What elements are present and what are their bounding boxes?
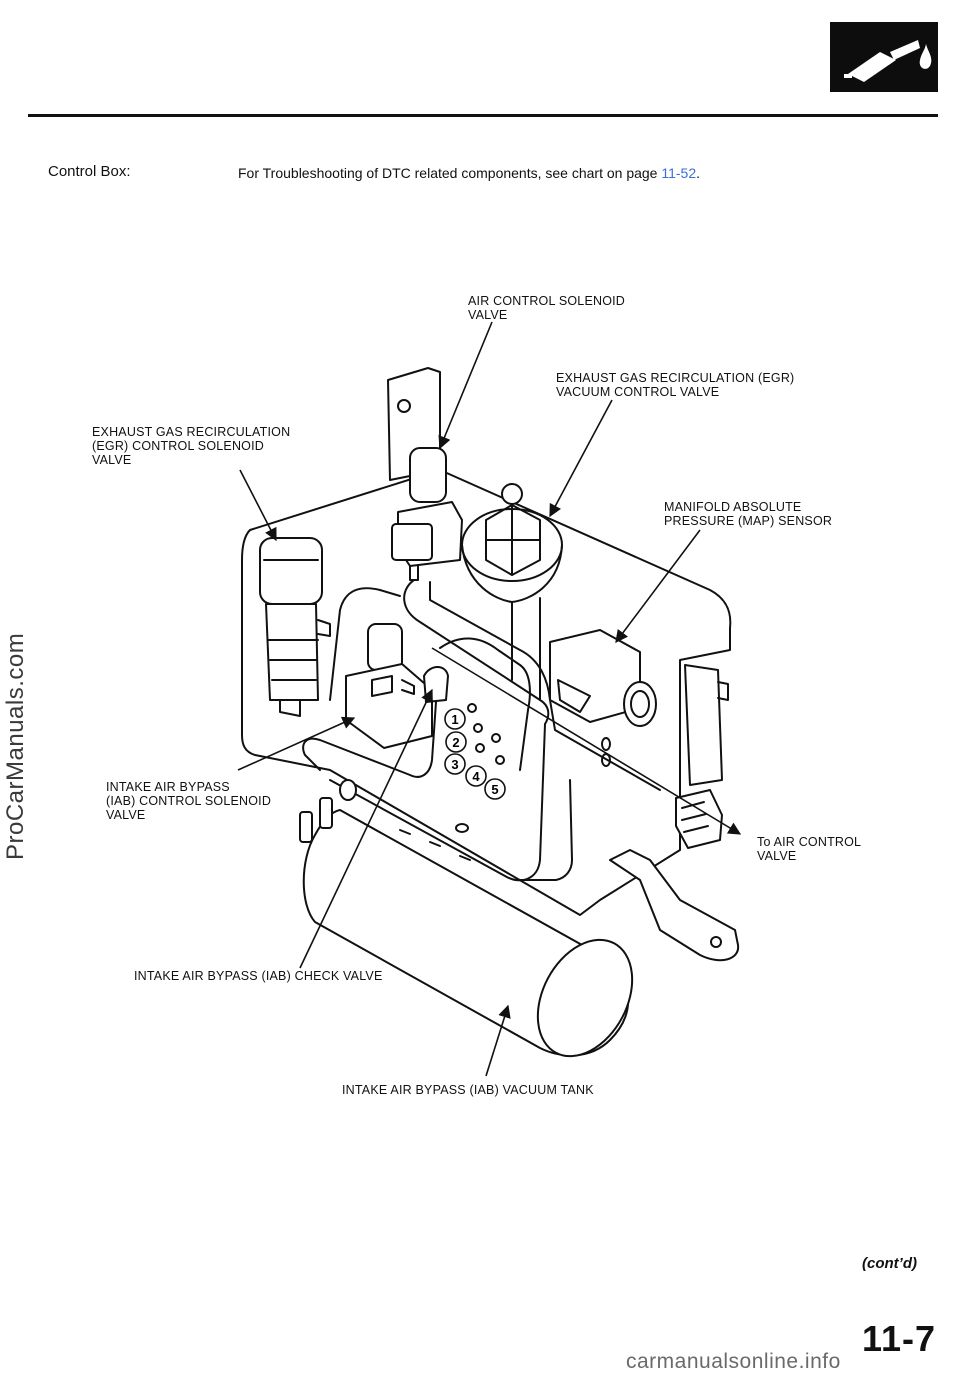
label-iab-control-solenoid: INTAKE AIR BYPASS (IAB) CONTROL SOLENOID…: [106, 780, 272, 822]
label-iab-check-valve: INTAKE AIR BYPASS (IAB) CHECK VALVE: [134, 969, 383, 983]
iab-check-valve: [423, 666, 449, 703]
map-sensor-connector: [623, 681, 657, 727]
port-callout-2: 2: [445, 731, 467, 753]
intro-text: For Troubleshooting of DTC related compo…: [238, 165, 700, 181]
page-number: 11-7: [862, 1318, 937, 1359]
section-title: Control Box:: [48, 163, 131, 180]
iab-solenoid-cap: [367, 623, 403, 671]
footer-site-watermark: carmanualsonline.info: [626, 1350, 841, 1373]
port-callout-1: 1: [444, 708, 466, 730]
leader-egr-vacuum: [549, 399, 613, 518]
port-number-2: 2: [452, 735, 459, 750]
vacuum-tank-end: [536, 938, 634, 1058]
label-egr-vacuum-control-valve: EXHAUST GAS RECIRCULATION (EGR) VACUUM C…: [556, 371, 795, 399]
leader-check-valve: [299, 688, 433, 969]
egr-solenoid-cap: [259, 537, 323, 605]
lower-bracket-hole: [710, 936, 722, 948]
page-link[interactable]: 11-52: [661, 165, 697, 181]
label-map-sensor: MANIFOLD ABSOLUTE PRESSURE (MAP) SENSOR: [664, 500, 833, 528]
label-egr-control-solenoid: EXHAUST GAS RECIRCULATION (EGR) CONTROL …: [92, 425, 291, 467]
base-plate: [241, 469, 732, 916]
label-to-air-control-valve: To AIR CONTROL VALVE: [757, 835, 862, 863]
port-number-4: 4: [472, 769, 480, 784]
header-rule: [28, 114, 938, 117]
leader-iab-solenoid: [237, 716, 356, 771]
egr-solenoid-body: [265, 603, 319, 701]
leader-to-air-control: [431, 647, 742, 835]
intro-text-body: For Troubleshooting of DTC related compo…: [238, 165, 662, 181]
leader-map: [615, 529, 701, 644]
hose-5: [439, 637, 531, 771]
port-callout-3: 3: [444, 753, 466, 775]
air-control-solenoid-cap: [409, 447, 447, 503]
leader-egr-solenoid: [239, 469, 277, 542]
wire-connector: [675, 789, 723, 849]
intro-text-end: .: [696, 165, 701, 181]
lower-bracket: [609, 849, 740, 962]
fuel-emissions-section-icon: [830, 22, 938, 92]
continued-note: (cont’d): [862, 1255, 917, 1272]
port-callout-4: 4: [465, 765, 487, 787]
hose-6: [511, 639, 541, 701]
hose-3: [329, 587, 401, 701]
leader-air-control-solenoid: [438, 321, 493, 450]
port-number-3: 3: [451, 757, 458, 772]
side-connector-block: [684, 664, 723, 786]
leader-vacuum-tank: [485, 1004, 511, 1077]
port-number-5: 5: [491, 782, 498, 797]
hose-2: [429, 581, 661, 791]
label-iab-vacuum-tank: INTAKE AIR BYPASS (IAB) VACUUM TANK: [342, 1083, 594, 1097]
port-number-1: 1: [451, 712, 458, 727]
bracket-hole: [397, 399, 411, 413]
port-callout-5: 5: [484, 778, 506, 800]
hose-4: [302, 701, 437, 778]
hose-7: [514, 779, 573, 881]
label-air-control-solenoid: AIR CONTROL SOLENOID VALVE: [468, 294, 626, 322]
